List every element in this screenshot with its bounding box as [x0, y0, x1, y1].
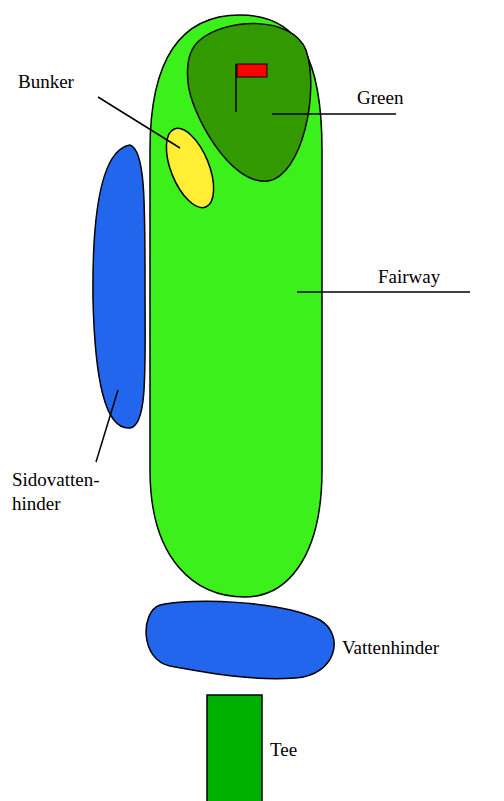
part-label: Fairway — [378, 265, 488, 289]
leader-line — [272, 113, 396, 115]
part-label: Green — [357, 86, 447, 110]
side-water-hazard — [93, 145, 145, 428]
leader-line — [98, 97, 180, 148]
tee-box — [207, 695, 262, 801]
flag — [237, 64, 267, 77]
water-hazard — [146, 601, 334, 678]
part-label: Vattenhinder — [342, 636, 492, 660]
part-label: Bunker — [18, 70, 108, 94]
part-label: Sidovatten- hinder — [12, 468, 104, 516]
leader-line — [297, 291, 470, 293]
part-label: Tee — [270, 738, 350, 762]
fairway-shape — [150, 15, 322, 597]
leader-line — [96, 390, 118, 462]
bunker-shape — [157, 122, 224, 214]
